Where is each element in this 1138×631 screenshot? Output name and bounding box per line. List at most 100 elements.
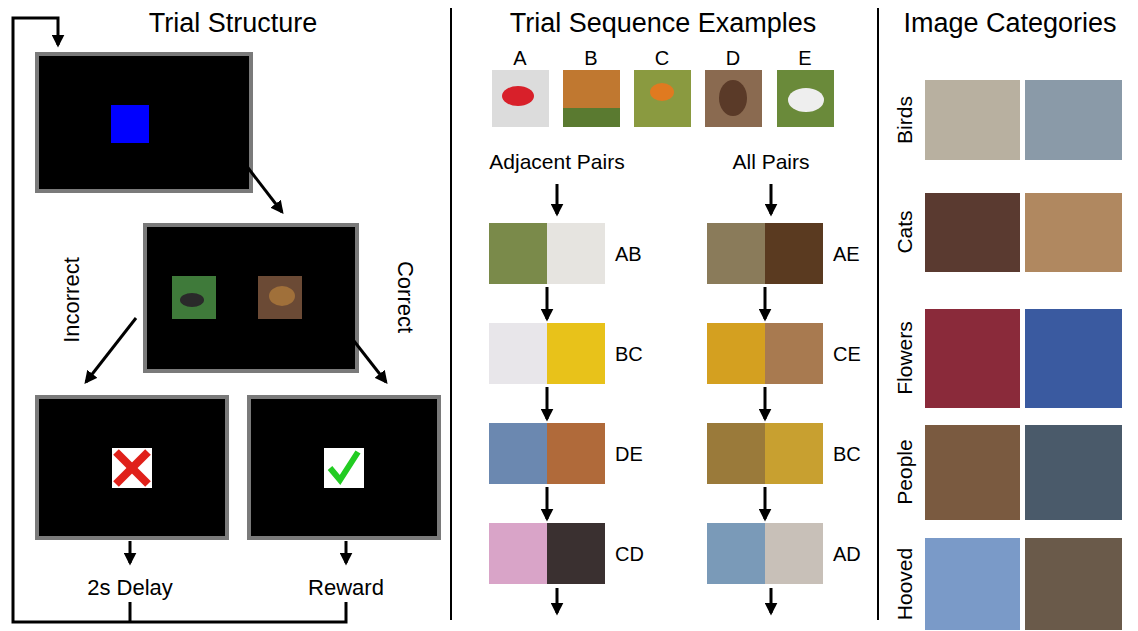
- flow-arrow: [770, 184, 773, 214]
- photo: [1025, 193, 1122, 272]
- photo: [925, 193, 1020, 272]
- photo: [925, 425, 1020, 520]
- photo: [925, 80, 1020, 160]
- outcome-label: Reward: [308, 576, 384, 600]
- photo: [258, 276, 302, 319]
- flow-arrow: [556, 184, 559, 214]
- photo: [765, 223, 823, 284]
- pair-label: AE: [833, 243, 860, 265]
- photo: [925, 538, 1020, 630]
- photo: [765, 323, 823, 384]
- photo: [1025, 425, 1122, 520]
- photo: [489, 323, 547, 384]
- image-pair: CD: [489, 523, 605, 584]
- pair-label: BC: [615, 343, 643, 365]
- image-letter: D: [726, 47, 740, 69]
- panel-divider: [450, 8, 452, 620]
- image-letter: B: [584, 47, 597, 69]
- photo: [765, 423, 823, 484]
- image-pair: BC: [489, 323, 605, 384]
- blue-square: [111, 105, 149, 143]
- photo: [489, 223, 547, 284]
- feedback-tile: [112, 448, 152, 488]
- sequence-arrow: [764, 387, 767, 419]
- image-pair: DE: [489, 423, 605, 484]
- flow-arrow: [336, 318, 386, 382]
- photo: [547, 323, 605, 384]
- image-letter: A: [513, 47, 526, 69]
- panel-title: Image Categories: [903, 9, 1116, 39]
- flow-arrow: [232, 147, 282, 212]
- category-label: People: [893, 439, 916, 504]
- photo: [707, 323, 765, 384]
- screen: [37, 54, 251, 191]
- branch-label: Correct: [393, 261, 417, 333]
- flow-arrow: [770, 588, 773, 613]
- photo: [705, 70, 762, 127]
- sequence-heading: Adjacent Pairs: [489, 150, 624, 173]
- photo: [489, 523, 547, 584]
- photo-detail: [719, 80, 747, 116]
- flow-arrow: [556, 588, 559, 613]
- photo-detail: [788, 88, 824, 112]
- photo-detail: [650, 83, 674, 101]
- screen: [145, 225, 357, 371]
- sequence-arrow: [764, 287, 767, 319]
- photo: [489, 423, 547, 484]
- sequence-arrow: [546, 387, 549, 419]
- pair-label: CE: [833, 343, 861, 365]
- image-pair: AE: [707, 223, 823, 284]
- flow-arrow: [129, 541, 132, 563]
- check-mark: [330, 452, 358, 480]
- photo: [777, 70, 834, 127]
- photo: [547, 223, 605, 284]
- pair-label: DE: [615, 443, 643, 465]
- photo: [765, 523, 823, 584]
- photo: [547, 523, 605, 584]
- sequence-heading: All Pairs: [732, 150, 809, 173]
- photo: [707, 223, 765, 284]
- photo: [492, 70, 549, 127]
- photo-detail: [180, 293, 204, 307]
- outcome-label: 2s Delay: [87, 576, 173, 600]
- cross-mark: [116, 452, 148, 484]
- loop-line: [129, 602, 132, 622]
- image-pair: BC: [707, 423, 823, 484]
- pair-label: AB: [615, 243, 642, 265]
- category-label: Hooved: [893, 548, 916, 620]
- flow-arrow: [345, 541, 348, 563]
- pair-label: CD: [615, 543, 644, 565]
- branch-label: Incorrect: [60, 257, 84, 343]
- screen: [249, 397, 439, 538]
- photo: [707, 423, 765, 484]
- photo: [1025, 309, 1122, 408]
- category-label: Flowers: [893, 321, 916, 395]
- photo: [707, 523, 765, 584]
- photo-detail: [563, 108, 620, 127]
- image-letter: C: [655, 47, 669, 69]
- image-pair: AB: [489, 223, 605, 284]
- photo-detail: [502, 86, 534, 106]
- sequence-arrow: [546, 487, 549, 519]
- photo: [634, 70, 691, 127]
- photo: [547, 423, 605, 484]
- pair-label: AD: [833, 543, 861, 565]
- category-label: Birds: [893, 96, 916, 144]
- sequence-arrow: [546, 287, 549, 319]
- screen: [37, 397, 227, 538]
- feedback-tile: [324, 448, 364, 488]
- panel-title: Trial Structure: [149, 9, 318, 39]
- photo: [1025, 80, 1122, 160]
- sequence-arrow: [764, 487, 767, 519]
- image-letter: E: [798, 47, 811, 69]
- panel-divider: [877, 8, 879, 620]
- image-pair: CE: [707, 323, 823, 384]
- flow-arrow: [86, 318, 136, 382]
- pair-label: BC: [833, 443, 861, 465]
- category-label: Cats: [893, 210, 916, 253]
- photo: [925, 309, 1020, 408]
- photo: [563, 70, 620, 127]
- image-pair: AD: [707, 523, 823, 584]
